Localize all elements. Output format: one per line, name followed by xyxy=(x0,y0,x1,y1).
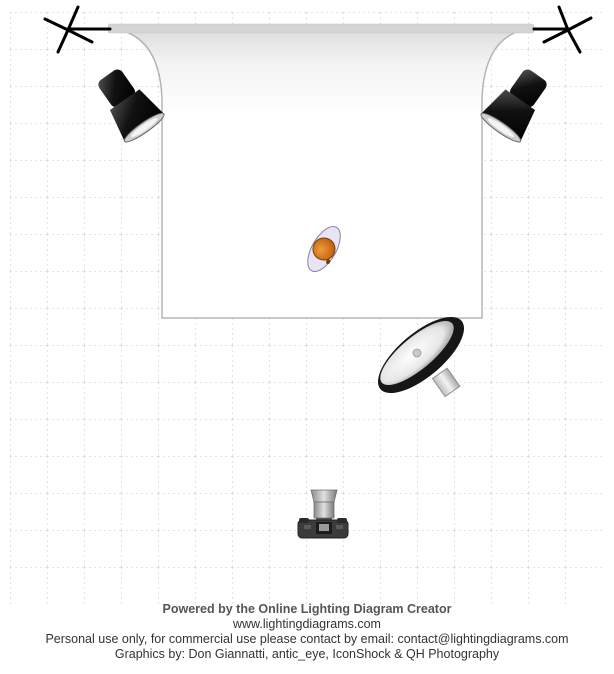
subject-person-icon[interactable] xyxy=(301,221,347,276)
strobe-left-icon[interactable] xyxy=(88,61,167,145)
footer-website-link[interactable]: www.lightingdiagrams.com xyxy=(233,617,381,631)
stand-left-icon[interactable] xyxy=(43,5,112,54)
beauty-dish-icon[interactable] xyxy=(366,304,475,406)
backdrop[interactable] xyxy=(107,23,535,319)
footer-credits: Powered by the Online Lighting Diagram C… xyxy=(0,602,614,662)
footer-contact-note: Personal use only, for commercial use pl… xyxy=(45,632,569,646)
camera-icon[interactable] xyxy=(297,489,349,539)
footer-powered-by: Powered by the Online Lighting Diagram C… xyxy=(162,602,452,616)
lighting-diagram xyxy=(10,5,602,604)
strobe-right-icon[interactable] xyxy=(478,61,557,145)
footer-graphics-credit: Graphics by: Don Giannatti, antic_eye, I… xyxy=(114,647,500,661)
stand-right-icon[interactable] xyxy=(532,5,593,54)
